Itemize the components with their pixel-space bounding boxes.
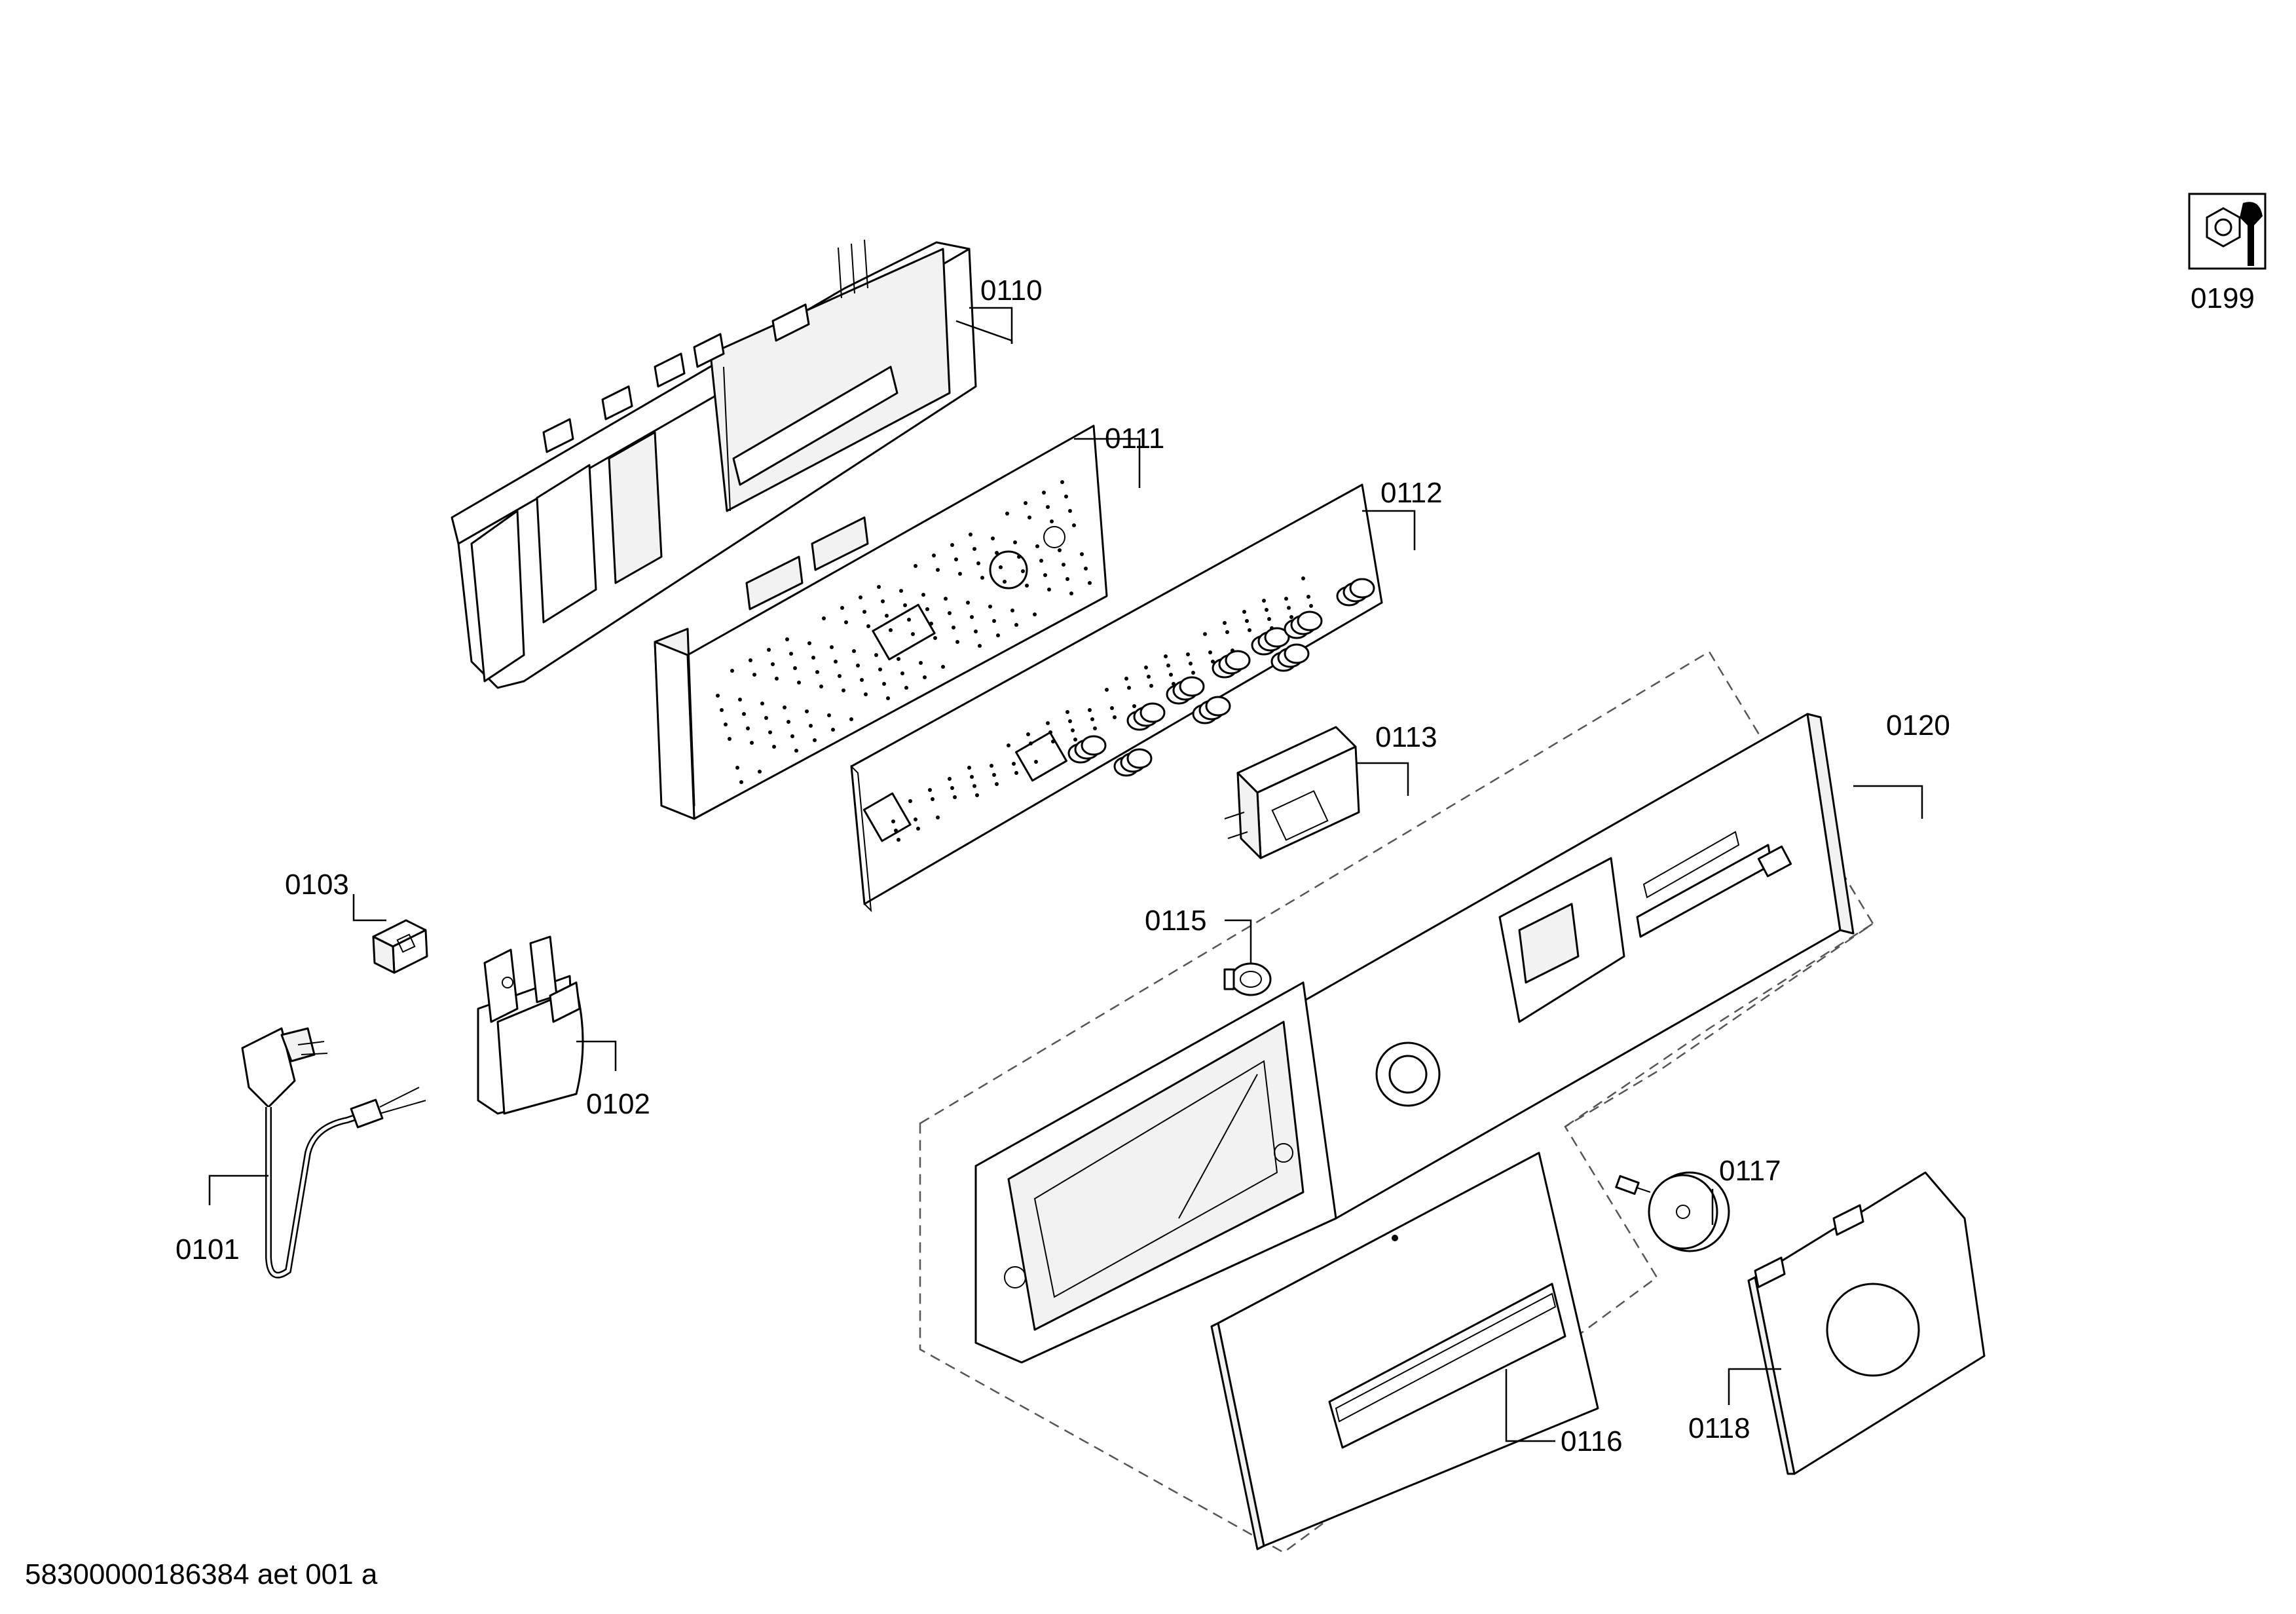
part-0117-program-knob <box>1615 1171 1730 1252</box>
callout-0118: 0118 <box>1688 1412 1750 1444</box>
leader-lines <box>208 307 1923 1442</box>
callout-0116: 0116 <box>1561 1425 1623 1457</box>
callout-0113: 0113 <box>1375 721 1437 753</box>
callout-0115: 0115 <box>1145 905 1207 937</box>
part-0110-control-frame <box>451 239 977 689</box>
callout-0111: 0111 <box>1105 422 1164 455</box>
callout-0110: 0110 <box>980 274 1043 307</box>
callout-0102: 0102 <box>586 1088 650 1120</box>
part-0111-main-pcb <box>654 424 1108 820</box>
part-0112-display-pcb <box>850 483 1383 912</box>
part-knob-group-outline <box>1565 922 1874 1128</box>
part-0113-connector-block <box>1224 726 1360 859</box>
part-0120-control-fascia <box>1289 713 1855 1220</box>
callout-0199: 0199 <box>2191 282 2255 314</box>
part-0103-ferrite-clip <box>372 919 428 974</box>
part-drawer-housing <box>974 981 1337 1364</box>
part-0118-side-cover <box>1747 1171 1986 1475</box>
callout-0112: 0112 <box>1380 477 1443 509</box>
callout-0120: 0120 <box>1886 709 1950 741</box>
callout-0103: 0103 <box>285 869 349 901</box>
part-0116-drawer-handle <box>1210 1152 1599 1550</box>
callout-0101: 0101 <box>176 1233 240 1266</box>
drawing-code: 58300000186384 aet 001 a <box>25 1558 378 1590</box>
part-0101-power-cable <box>241 1027 426 1279</box>
part-0102-interference-filter <box>477 935 584 1115</box>
part-0115-indicator-cap <box>1223 962 1272 996</box>
nut-wrench-icon <box>2188 193 2267 270</box>
callout-0117: 0117 <box>1719 1155 1781 1187</box>
